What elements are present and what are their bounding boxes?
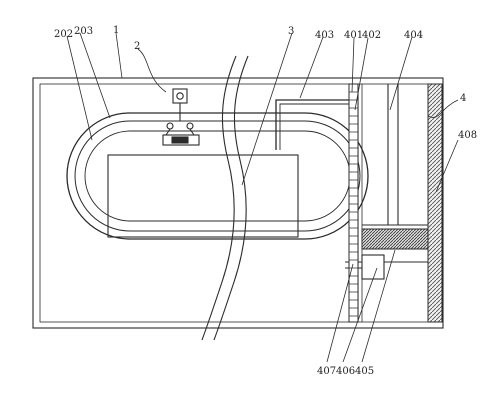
pipe-403-outer (275, 99, 350, 150)
wall-408 (427, 83, 443, 323)
strip-401 (348, 83, 359, 323)
component-2-base (162, 134, 200, 146)
unit4-block (361, 254, 385, 280)
label-1: 1 (113, 25, 119, 36)
label-404: 404 (404, 30, 423, 41)
pipe-403-inner (279, 103, 350, 150)
label-4: 4 (460, 93, 466, 104)
component-2-leg-left (165, 128, 171, 136)
component-2-base-fill (171, 136, 189, 144)
central-panel (107, 154, 299, 238)
loop-middle (74, 120, 361, 232)
label-203: 203 (74, 26, 93, 37)
loop-inner (84, 130, 351, 222)
component-2-wheel-left (166, 122, 174, 130)
label-3: 3 (288, 26, 294, 37)
label-202: 202 (54, 29, 73, 40)
component-2-body (172, 88, 188, 104)
label-407: 407 (317, 366, 336, 377)
break-line-left (201, 55, 237, 341)
band-405 (361, 228, 429, 250)
label-401: 401 (344, 30, 363, 41)
component-2-leg-right (189, 128, 195, 136)
component-2-circle (176, 92, 184, 100)
label-405: 405 (355, 366, 374, 377)
label-406: 406 (336, 366, 355, 377)
leader-lines (66, 32, 459, 363)
outer-housing-inner-line (39, 83, 437, 323)
loop-outer (66, 112, 369, 240)
component-2-wheel-right (186, 122, 194, 130)
label-2: 2 (134, 41, 140, 52)
label-408: 408 (458, 130, 477, 141)
label-403: 403 (315, 30, 334, 41)
outer-housing (32, 77, 444, 329)
break-line-right (213, 55, 249, 341)
label-402: 402 (362, 30, 381, 41)
